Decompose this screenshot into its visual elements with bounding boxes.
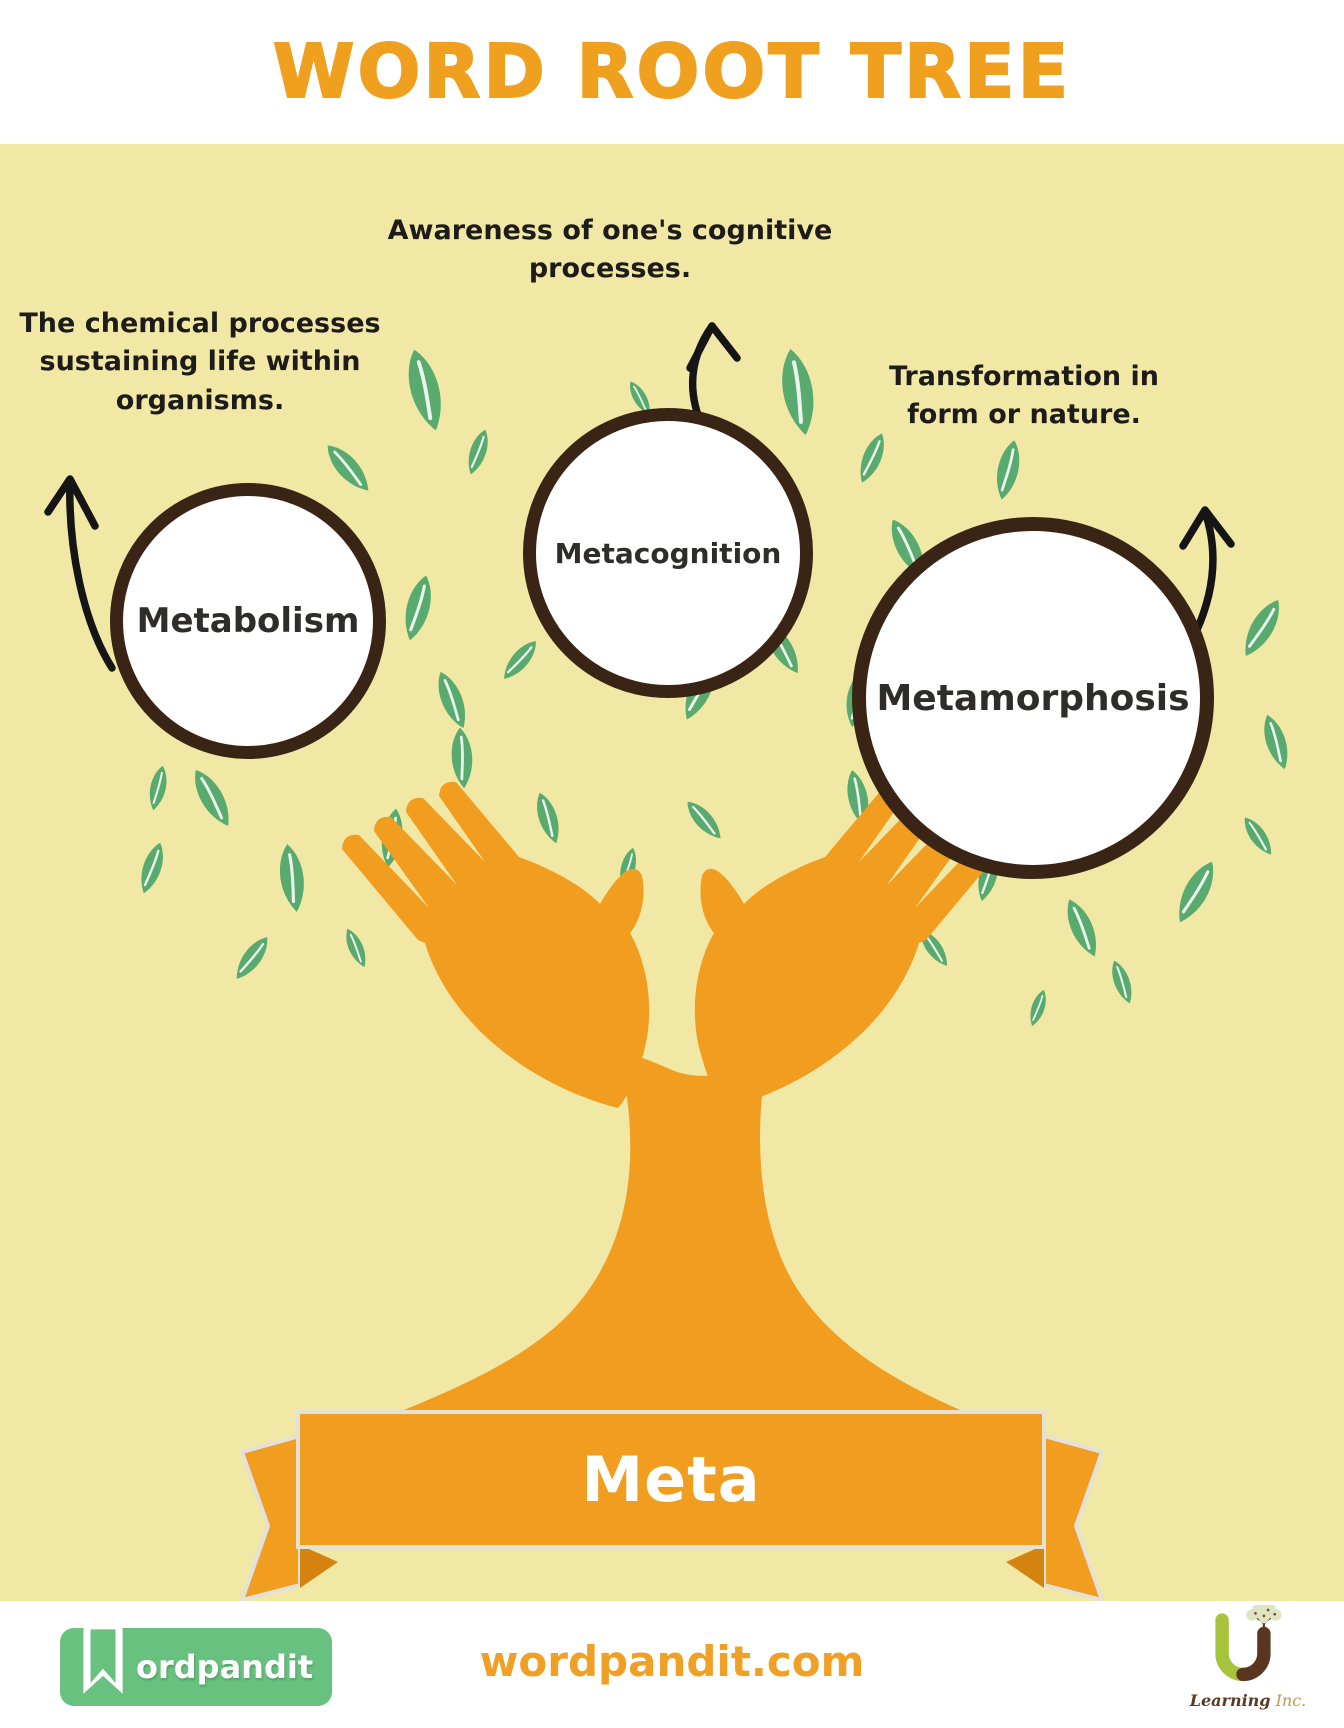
leaf-icon: [397, 571, 439, 645]
leaf-icon: [1105, 956, 1139, 1008]
arrow-to-metamorphosis-definition: [1179, 506, 1235, 636]
leaf-icon: [1256, 710, 1296, 774]
word-metacognition: Metacognition: [554, 536, 782, 570]
learning-inc-label: Learning Inc.: [1168, 1691, 1328, 1710]
leaf-icon: [990, 436, 1026, 504]
wordpandit-logo: ordpandit: [60, 1622, 332, 1706]
word-metamorphosis: Metamorphosis: [876, 677, 1190, 719]
leaf-icon: [462, 426, 494, 478]
learning-inc-logo: Learning Inc.: [1168, 1605, 1328, 1725]
leaf-icon: [1058, 893, 1106, 963]
leaf-icon: [1234, 593, 1290, 663]
tree-illustration: [44, 322, 1296, 1601]
leaf-icon: [429, 666, 475, 734]
learning-inc-word: Learning: [1189, 1691, 1271, 1710]
leaf-icon: [184, 763, 240, 833]
leaf-icon: [530, 788, 566, 848]
page-title: WORD ROOT TREE: [272, 28, 1072, 116]
leaf-icon: [340, 925, 372, 971]
leaf-icon: [680, 794, 728, 846]
root-banner-ribbon: [239, 1410, 1105, 1601]
bookmark-w-icon: [83, 1622, 123, 1694]
wordpandit-logo-text: ordpandit: [136, 1648, 314, 1686]
word-circle-metabolism: Metabolism: [110, 483, 386, 759]
learning-inc-suffix: Inc.: [1275, 1691, 1307, 1710]
word-circle-metamorphosis: Metamorphosis: [852, 517, 1214, 879]
learning-inc-u-tree-icon: [1215, 1605, 1282, 1682]
footer: ordpandit wordpandit.com Learning Inc.: [0, 1601, 1344, 1728]
leaf-icon: [776, 346, 820, 437]
tree-trunk: [392, 1048, 972, 1415]
definition-metacognition: Awareness of one's cognitive processes.: [387, 215, 833, 285]
leaf-icon: [228, 930, 276, 986]
leaf-icon: [496, 634, 544, 686]
leaf-icon: [144, 763, 172, 813]
definition-metabolism: The chemical processes sustaining life w…: [19, 308, 381, 416]
left-hand: [342, 781, 650, 1108]
definition-metamorphosis: Transformation in form or nature.: [888, 361, 1160, 431]
leaf-icon: [134, 838, 170, 898]
leaf-icon: [448, 725, 476, 791]
word-metabolism: Metabolism: [136, 601, 360, 641]
word-circle-metacognition: Metacognition: [523, 408, 813, 698]
leaf-icon: [1025, 987, 1051, 1029]
leaf-icon: [274, 840, 310, 916]
word-root-tree-diagram: Awareness of one's cognitive processes. …: [0, 144, 1344, 1601]
website-url: wordpandit.com: [479, 1637, 865, 1686]
arrow-to-metabolism-definition: [44, 475, 116, 672]
header: WORD ROOT TREE: [0, 0, 1344, 144]
leaf-icon: [852, 428, 892, 488]
leaf-icon: [318, 437, 378, 499]
leaf-icon: [1168, 854, 1224, 930]
leaf-icon: [1237, 811, 1279, 861]
root-word-banner-label: Meta: [581, 1442, 761, 1516]
